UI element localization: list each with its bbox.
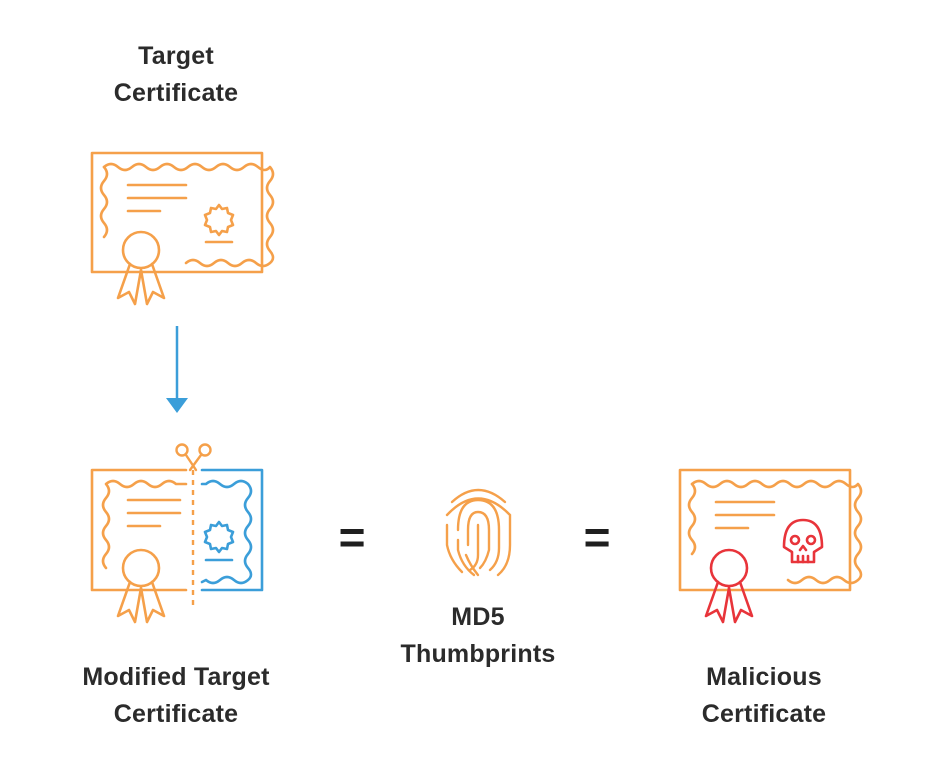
malicious-certificate-label: Malicious Certificate [701, 663, 827, 728]
target-certificate-label: Target Certificate [113, 42, 239, 107]
equals-sign-right: = [583, 511, 611, 563]
equals-sign-left: = [338, 511, 366, 563]
md5-thumbprints-label: MD5 Thumbprints [400, 603, 556, 668]
scissors-icon [175, 443, 212, 472]
modified-target-certificate-label: Modified Target Certificate [82, 663, 270, 728]
skull-icon [782, 518, 824, 564]
